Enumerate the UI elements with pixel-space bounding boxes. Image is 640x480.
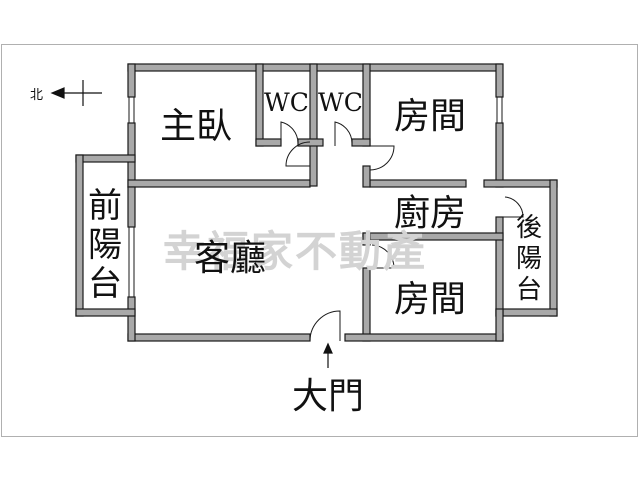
kitchen-label: 廚房 xyxy=(394,193,466,234)
wc-1-label: WC xyxy=(264,88,309,117)
svg-text:陽: 陽 xyxy=(88,225,122,265)
svg-text:台: 台 xyxy=(516,275,542,305)
svg-text:後: 後 xyxy=(516,213,542,243)
room-bottom-right-label: 房間 xyxy=(394,279,466,320)
kitchen-room-door xyxy=(370,244,395,269)
wc2-door xyxy=(334,121,353,146)
svg-text:台: 台 xyxy=(88,264,122,304)
room-top-right-label: 房間 xyxy=(394,96,466,137)
wc1-door xyxy=(280,121,299,146)
watermark: 幸福家不動產 xyxy=(163,227,427,276)
front-balcony-label: 前 陽 台 xyxy=(88,186,122,304)
living-room-label: 客廳 xyxy=(194,238,266,279)
image-frame xyxy=(1,44,638,437)
master-door xyxy=(285,141,311,167)
svg-text:前: 前 xyxy=(88,186,122,226)
wc-2-label: WC xyxy=(318,88,363,117)
arrow-up-icon xyxy=(323,342,333,368)
svg-text:陽: 陽 xyxy=(516,244,542,274)
compass: 北 xyxy=(30,80,102,106)
windows xyxy=(128,97,503,297)
main-door xyxy=(309,310,341,342)
doors xyxy=(280,121,524,342)
arrow-left-icon xyxy=(50,80,102,106)
walls xyxy=(75,63,558,342)
back-balcony-door xyxy=(503,196,524,218)
entrance-label: 大門 xyxy=(292,376,364,417)
compass-north-label: 北 xyxy=(30,88,43,103)
back-balcony-label: 後 陽 台 xyxy=(516,213,542,305)
master-bedroom-label: 主臥 xyxy=(160,106,232,147)
room-door xyxy=(369,145,395,171)
